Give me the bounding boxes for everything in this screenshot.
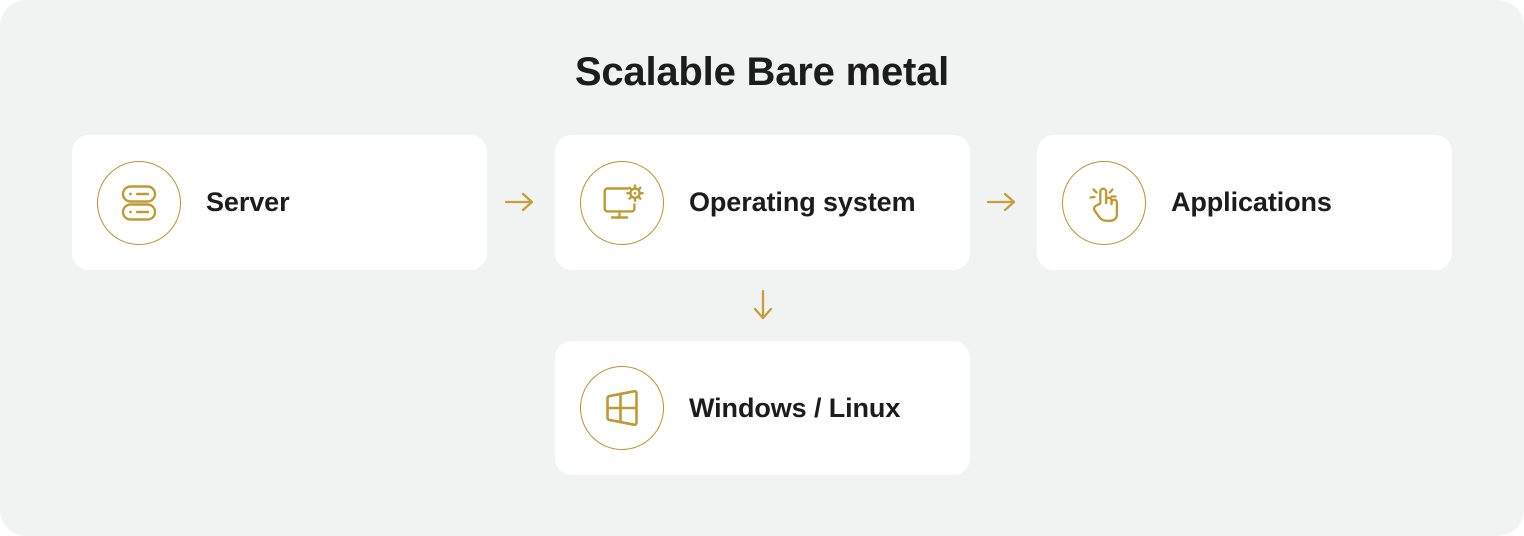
- arrow-down-icon: [738, 285, 788, 327]
- card-label-operating-system: Operating system: [689, 187, 916, 217]
- windows-logo-icon: [580, 366, 664, 450]
- card-label-applications: Applications: [1171, 187, 1332, 217]
- card-operating-system[interactable]: Operating system: [555, 135, 970, 270]
- card-label-windows-linux: Windows / Linux: [689, 392, 901, 423]
- card-windows-linux[interactable]: Windows / Linux: [555, 341, 970, 475]
- arrow-right-icon: [977, 182, 1027, 222]
- tapping-hand-icon: [1062, 160, 1146, 245]
- card-applications[interactable]: Applications: [1037, 135, 1452, 270]
- server-rack-icon: [97, 160, 181, 245]
- monitor-gear-icon: [580, 160, 664, 245]
- arrow-right-icon: [495, 182, 545, 222]
- page-title: Scalable Bare metal: [574, 50, 950, 94]
- card-label-server: Server: [206, 187, 290, 217]
- card-server[interactable]: Server: [72, 135, 487, 270]
